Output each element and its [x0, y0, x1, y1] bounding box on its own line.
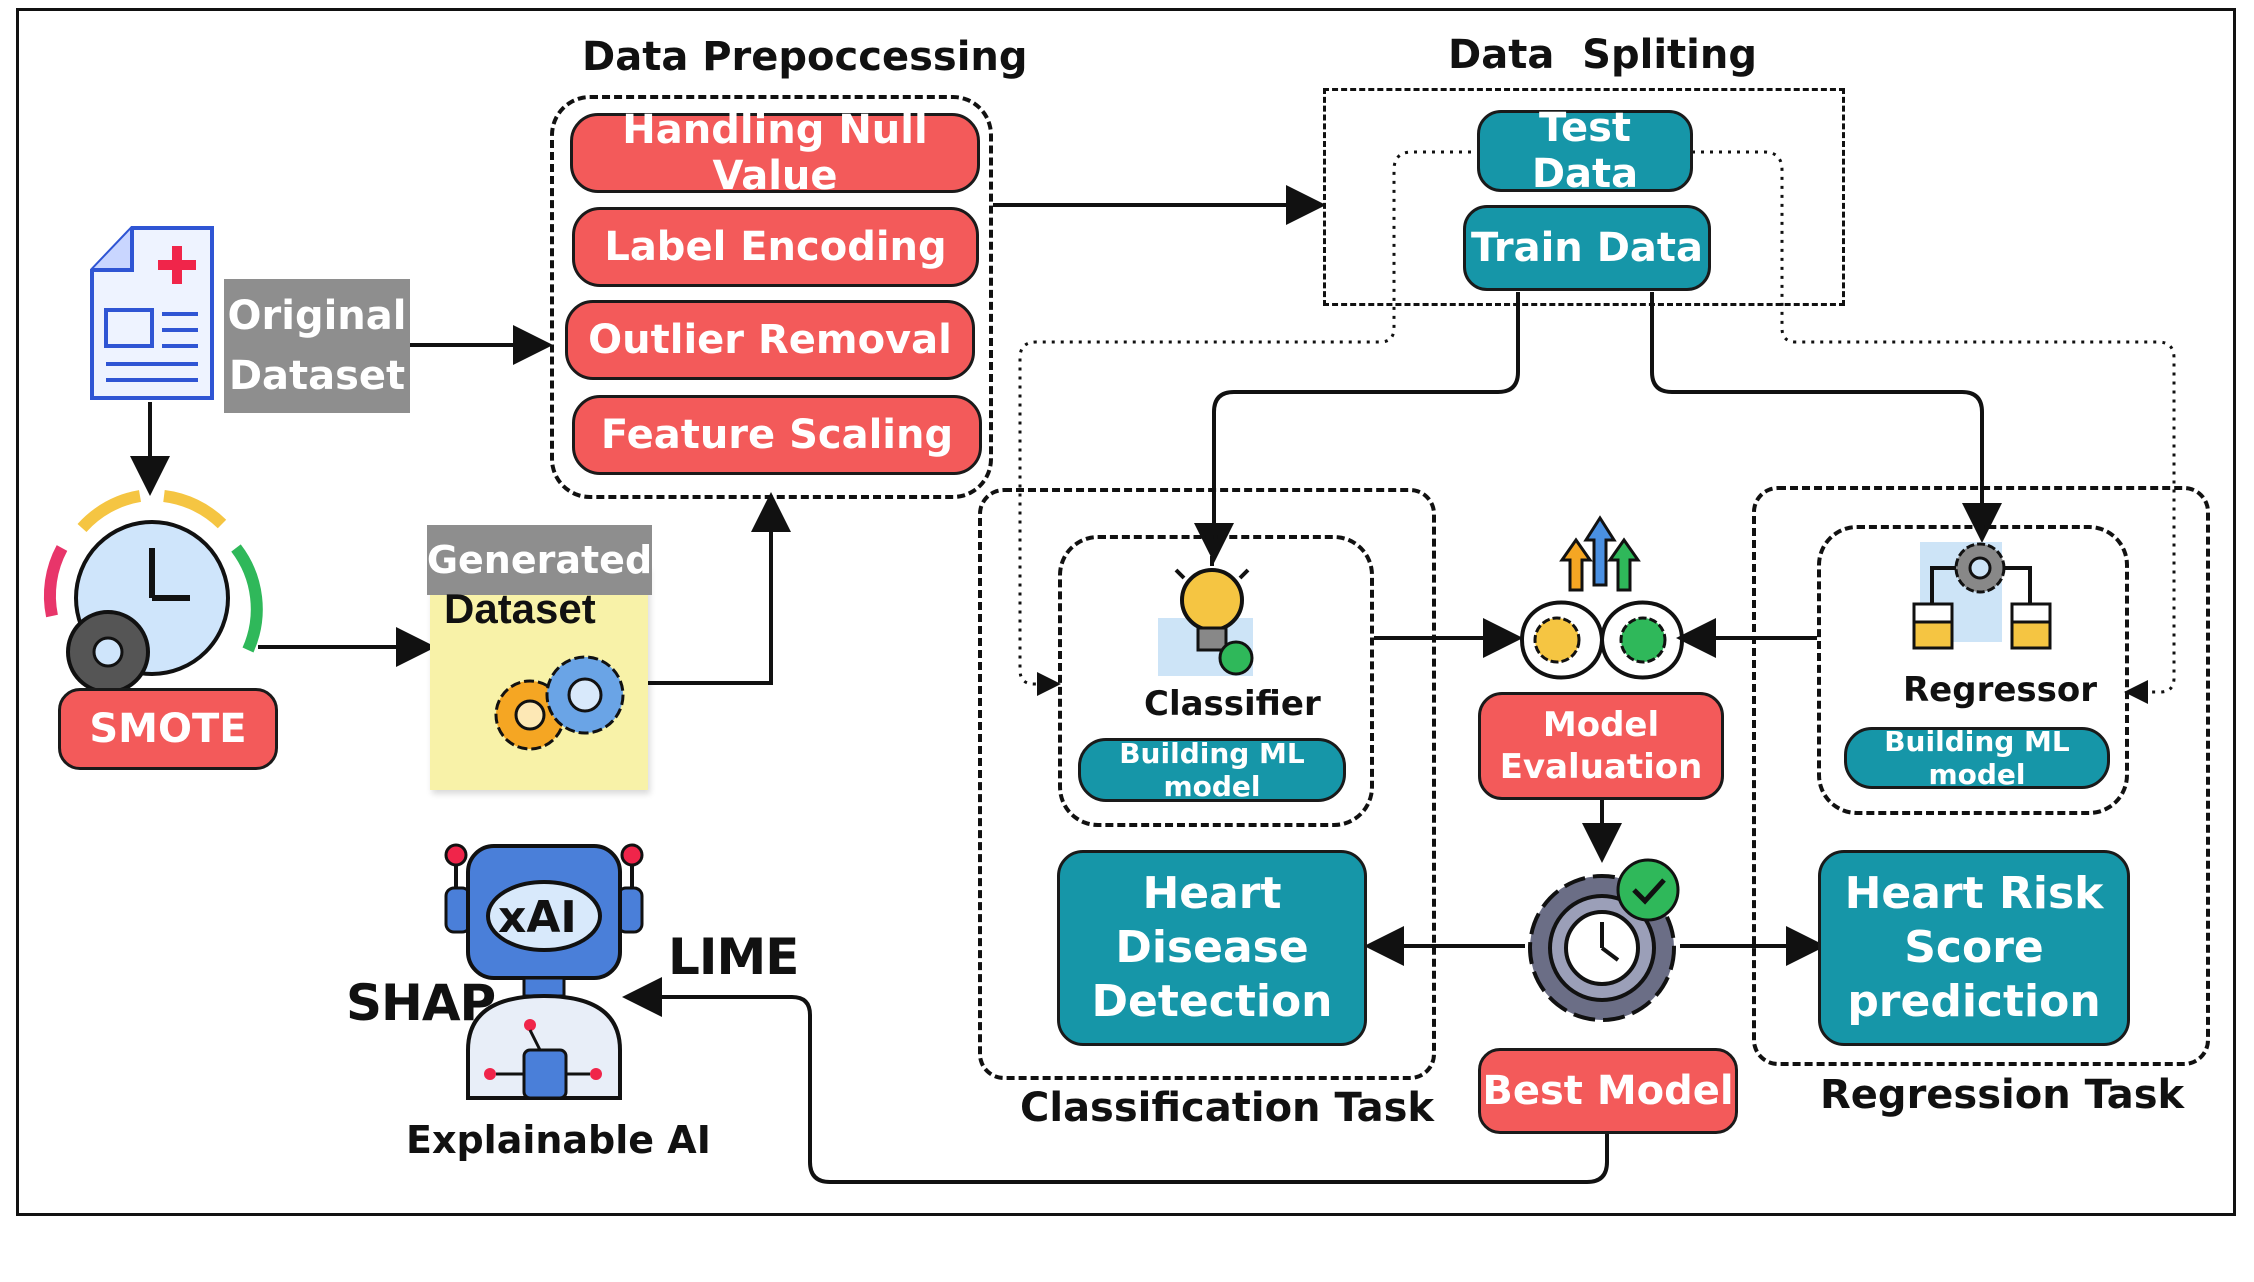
classifier-group	[1058, 535, 1374, 827]
step-feature-scaling: Feature Scaling	[572, 395, 982, 475]
heart-disease-detection-box: Heart Disease Detection	[1057, 850, 1367, 1046]
preprocessing-title: Data Prepoccessing	[582, 34, 1028, 80]
regression-task-label: Regression Task	[1820, 1072, 2185, 1118]
step-outlier-removal: Outlier Removal	[565, 300, 975, 380]
splitting-group	[1323, 88, 1845, 306]
step-handling-null: Handling Null Value	[570, 107, 980, 199]
step-label-encoding: Label Encoding	[572, 207, 979, 287]
original-dataset-label: Original Dataset	[224, 279, 410, 413]
shap-label: SHAP	[346, 974, 496, 1032]
smote-box: SMOTE	[58, 688, 278, 770]
model-evaluation-box: Model Evaluation	[1478, 692, 1724, 800]
regressor-label: Regressor	[1903, 670, 2098, 710]
lime-label: LIME	[668, 928, 799, 986]
train-data-box: Train Data	[1463, 205, 1711, 291]
arrow-best-to-xai	[622, 977, 1609, 1184]
classifier-building-box: Building ML model	[1078, 737, 1346, 803]
regression-group	[1752, 486, 2210, 1066]
preprocessing-group	[550, 95, 993, 499]
arrow-generated-to-preprocessing	[630, 492, 791, 685]
splitting-title: Data Spliting	[1448, 32, 1757, 78]
dotted-test-to-regressor	[1692, 150, 2176, 704]
classification-task-label: Classification Task	[1020, 1085, 1434, 1131]
generated-dataset-label: Dataset	[444, 585, 596, 632]
arrow-train-to-classifier	[1194, 292, 1520, 563]
classifier-label: Classifier	[1144, 684, 1321, 724]
explainable-ai-caption: Explainable AI	[406, 1118, 711, 1162]
outer-frame	[16, 8, 2236, 1216]
classification-group	[978, 488, 1436, 1080]
heart-risk-score-box: Heart Risk Score prediction	[1818, 850, 2130, 1046]
test-data-box: Test Data	[1477, 105, 1693, 197]
best-model-box: Best Model	[1478, 1048, 1738, 1134]
xai-badge: xAI	[498, 892, 577, 943]
generated-tag: Generated	[427, 525, 652, 595]
regressor-group	[1817, 525, 2129, 815]
arrow-train-to-regressor	[1650, 292, 2002, 543]
regressor-building-box: Building ML model	[1844, 725, 2110, 791]
